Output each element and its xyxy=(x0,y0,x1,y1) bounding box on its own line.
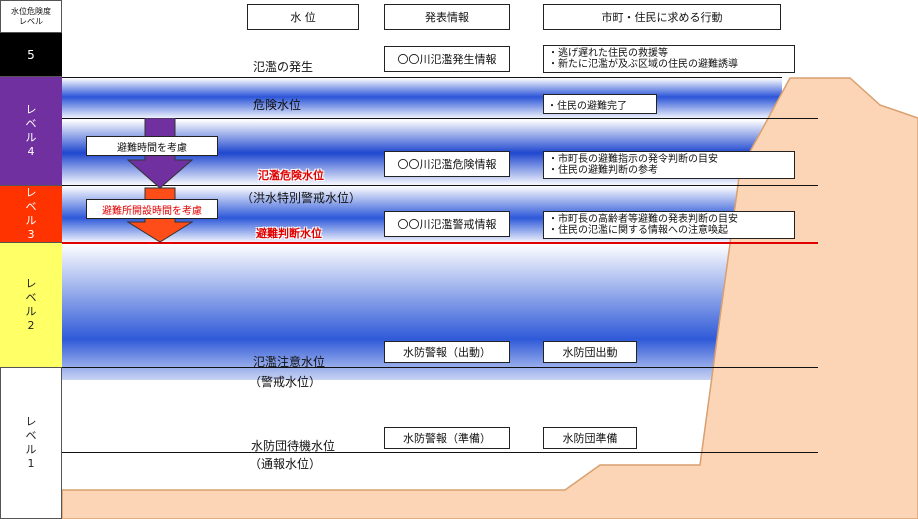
level-header-line1: 水位危険度 xyxy=(11,6,51,16)
header-water-level-text: 水 位 xyxy=(290,11,316,24)
action-evacuation-complete: ・住民の避難完了 xyxy=(543,94,657,114)
level-2-number: 2 xyxy=(27,319,35,332)
level-4: レ ベ ル 4 xyxy=(0,77,62,186)
level-2: レ ベ ル 2 xyxy=(0,243,62,368)
level-2-char-1: レ xyxy=(25,277,37,290)
level-1-char-2: ベ xyxy=(25,429,37,442)
line-standby xyxy=(62,452,818,453)
line-flood-danger xyxy=(62,185,818,186)
level-5: 5 xyxy=(0,33,62,77)
lower-water-area xyxy=(62,380,720,519)
label-flood-occurrence: 氾濫の発生 xyxy=(253,60,314,74)
action-level4-line2: ・住民の避難判断の参考 xyxy=(548,165,658,176)
level-3-char-2: ベ xyxy=(25,200,37,213)
line-evacuation-judgment xyxy=(62,242,818,244)
line-flood-caution xyxy=(62,367,818,368)
header-announcement-text: 発表情報 xyxy=(425,11,469,24)
level-1-char-3: ル xyxy=(25,443,37,456)
announcement-flood-occurrence: 〇〇川氾濫発生情報 xyxy=(384,46,510,72)
action-level4-line1: ・市町長の避難指示の発令判断の目安 xyxy=(548,154,718,165)
line-danger xyxy=(62,118,818,119)
level-header: 水位危険度 レベル xyxy=(0,0,62,33)
header-actions-text: 市町・住民に求める行動 xyxy=(601,11,723,24)
level-3: レ ベ ル 3 xyxy=(0,186,62,243)
action-level5-line2: ・新たに氾濫が及ぶ区域の住民の避難誘導 xyxy=(548,59,738,70)
announcement-flood-danger: 〇〇川氾濫危険情報 xyxy=(384,151,510,177)
level-2-char-3: ル xyxy=(25,305,37,318)
level-1-char-1: レ xyxy=(25,415,37,428)
label-special-warning: （洪水特別警戒水位） xyxy=(241,191,362,205)
label-flood-danger: 氾濫危険水位 xyxy=(258,169,324,182)
level-4-number: 4 xyxy=(27,145,35,158)
level-3-number: 3 xyxy=(27,228,35,241)
label-danger: 危険水位 xyxy=(253,98,302,112)
action-level3-line1: ・市町長の高齢者等避難の発表判断の目安 xyxy=(548,214,738,225)
line-flood-occurrence xyxy=(62,77,782,78)
level-5-label: 5 xyxy=(27,47,35,62)
level-4-char-1: レ xyxy=(25,103,37,116)
level-1-number: 1 xyxy=(27,457,35,470)
level-3-char-3: ル xyxy=(25,214,37,227)
level-1: レ ベ ル 1 xyxy=(0,368,62,519)
level-2-char-2: ベ xyxy=(25,291,37,304)
label-evacuation-judgment: 避難判断水位 xyxy=(256,227,322,240)
action-level5-line1: ・逃げ遅れた住民の救援等 xyxy=(548,48,668,59)
action-dispatch: 水防団出動 xyxy=(543,341,637,363)
header-water-level: 水 位 xyxy=(247,4,359,30)
announcement-dispatch: 水防警報（出動） xyxy=(384,341,510,363)
arrow-label-evacuation-time: 避難時間を考慮 xyxy=(86,136,218,156)
arrow-label-shelter-time: 避難所開設時間を考慮 xyxy=(86,199,218,219)
level-3-char-1: レ xyxy=(25,186,37,199)
action-level3: ・市町長の高齢者等避難の発表判断の目安 ・住民の氾濫に関する情報への注意喚起 xyxy=(543,211,795,239)
announcement-flood-warning: 〇〇川氾濫警戒情報 xyxy=(384,211,510,237)
header-announcement: 発表情報 xyxy=(384,4,510,30)
levee-shape xyxy=(61,77,918,519)
action-prepare: 水防団準備 xyxy=(543,427,637,449)
level-header-line2: レベル xyxy=(19,16,43,26)
announcement-prepare: 水防警報（準備） xyxy=(384,427,510,449)
label-standby: 水防団待機水位 xyxy=(251,439,336,453)
label-caution-sub: （警戒水位） xyxy=(249,375,322,389)
level-4-char-2: ベ xyxy=(25,117,37,130)
action-level3-line2: ・住民の氾濫に関する情報への注意喚起 xyxy=(548,225,728,236)
water-band-1 xyxy=(62,78,782,120)
action-level5: ・逃げ遅れた住民の救援等 ・新たに氾濫が及ぶ区域の住民の避難誘導 xyxy=(543,45,795,73)
label-flood-caution: 氾濫注意水位 xyxy=(253,355,326,369)
label-standby-sub: （通報水位） xyxy=(249,457,322,471)
action-level4: ・市町長の避難指示の発令判断の目安 ・住民の避難判断の参考 xyxy=(543,151,795,179)
header-actions: 市町・住民に求める行動 xyxy=(543,4,781,30)
level-4-char-3: ル xyxy=(25,131,37,144)
